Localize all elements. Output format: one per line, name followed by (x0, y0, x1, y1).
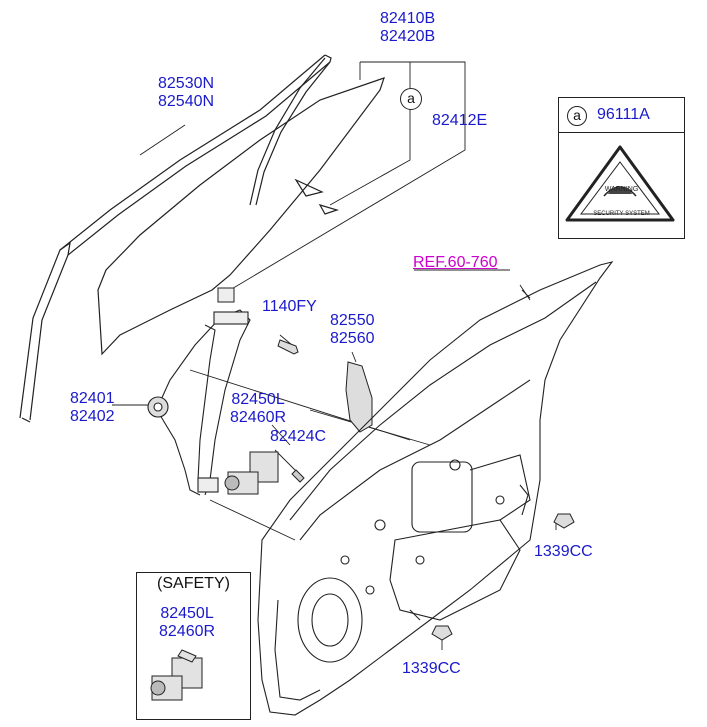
label-motor-1: 82450L (231, 391, 285, 408)
door-glass (97, 77, 385, 356)
grommets (431, 513, 575, 641)
label-motor-2: 82460R (230, 409, 287, 426)
label-channel: 82550 82560 (330, 312, 375, 348)
legend-code: 96111A (597, 106, 650, 123)
legend-system-text: SECURITY SYSTEM (593, 211, 650, 217)
label-screw: 82424C (270, 428, 327, 445)
safety-motor-labels: 82450L 82460R (159, 605, 215, 641)
label-glass-clip: 82412E (432, 112, 488, 129)
glass-clip (217, 287, 235, 303)
window-regulator (147, 309, 251, 496)
label-regulator-1: 82401 (70, 390, 115, 407)
bolt-part (277, 339, 299, 355)
label-glass: 82410B 82420B (380, 10, 435, 46)
label-glass-run-2: 82540N (158, 93, 215, 110)
safety-title: (SAFETY) (157, 575, 230, 592)
regulator-motor (224, 451, 305, 495)
safety-motor-label-1: 82450L (160, 605, 214, 622)
label-grommet-lower: 1339CC (402, 660, 461, 677)
legend-marker: a (567, 106, 587, 126)
rear-channel (345, 361, 373, 433)
safety-motor-label-2: 82460R (159, 623, 216, 640)
safety-motor (150, 649, 203, 701)
label-glass-1: 82410B (380, 10, 436, 27)
callout-a: a (400, 88, 422, 110)
label-glass-2: 82420B (380, 28, 436, 45)
legend-box: a 96111A WARNING SECURITY SYSTEM (558, 97, 685, 239)
label-grommet-upper: 1339CC (534, 543, 593, 560)
door-inner-panel (257, 261, 614, 716)
warning-label-icon (565, 145, 675, 222)
label-glass-run-1: 82530N (158, 75, 215, 92)
reference-label: REF.60-760 (413, 254, 498, 271)
label-regulator: 82401 82402 (70, 390, 115, 426)
safety-box: (SAFETY) 82450L 82460R (136, 572, 251, 720)
label-bolt: 1140FY (262, 298, 317, 315)
label-regulator-2: 82402 (70, 408, 115, 425)
legend-head: a 96111A (559, 98, 684, 133)
label-channel-1: 82550 (330, 312, 375, 329)
label-glass-run: 82530N 82540N (158, 75, 214, 111)
legend-warning-text: WARNING (604, 186, 639, 193)
label-motor: 82450L 82460R (230, 391, 286, 427)
ref-leader (414, 269, 531, 299)
label-channel-2: 82560 (330, 330, 375, 347)
leader-lines (112, 61, 557, 650)
